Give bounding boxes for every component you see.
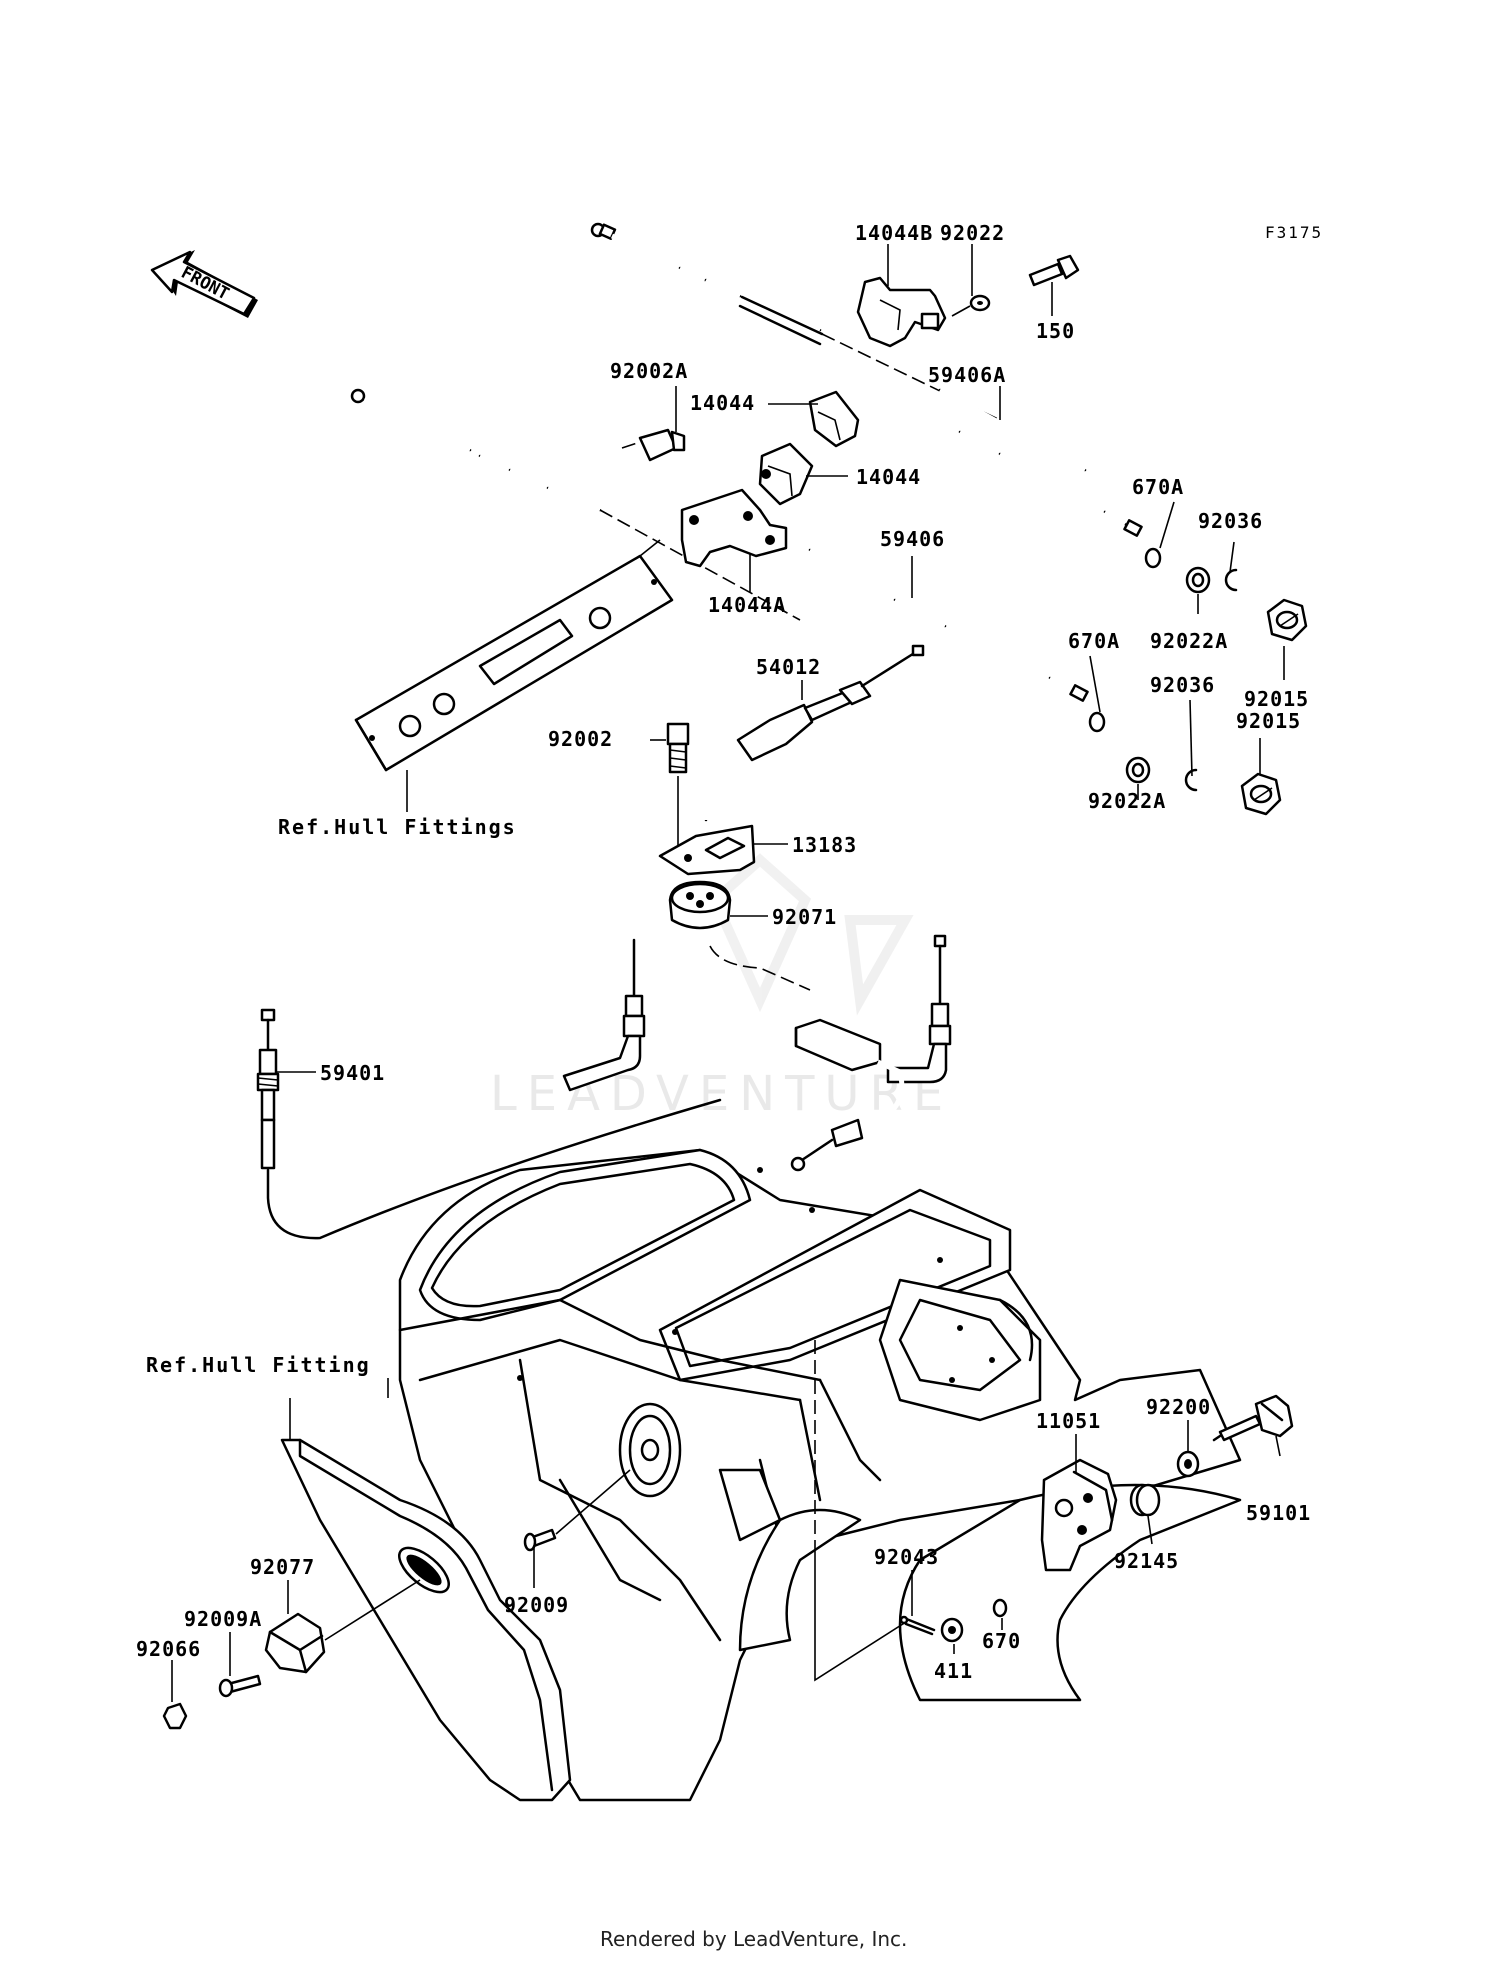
lever-59101	[1212, 1394, 1294, 1442]
ref-hull-fitting-label: Ref.Hull Fitting	[146, 1353, 371, 1377]
callout-14044B: 14044B	[855, 221, 933, 245]
throttle-cable-59401	[256, 1008, 722, 1240]
callout-92036-upper: 92036	[1198, 509, 1263, 533]
ref-hull-fittings-label: Ref.Hull Fittings	[278, 815, 517, 839]
clip-92036-upper	[1224, 568, 1238, 592]
screw-92009	[523, 1528, 557, 1552]
washer-411	[940, 1617, 964, 1643]
callout-59406A: 59406A	[928, 363, 1006, 387]
clip-14044-lower	[758, 442, 814, 506]
callout-92145: 92145	[1114, 1549, 1179, 1573]
callout-92077: 92077	[250, 1555, 315, 1579]
callout-13183: 13183	[792, 833, 857, 857]
callout-92015-lower: 92015	[1236, 709, 1301, 733]
washer-92200	[1176, 1450, 1200, 1478]
callout-92200: 92200	[1146, 1395, 1211, 1419]
callout-54012: 54012	[756, 655, 821, 679]
nut-92015-lower	[1240, 772, 1282, 816]
callout-14044-lower: 14044	[856, 465, 921, 489]
front-arrow-icon: FRONT	[150, 250, 258, 318]
washer-92022A-lower	[1125, 756, 1151, 784]
bracket-14044B	[856, 276, 947, 348]
callout-670: 670	[982, 1629, 1021, 1653]
watermark-logo	[708, 853, 914, 1016]
oring-670A-lower	[1088, 711, 1106, 733]
leader-lines	[171, 244, 1285, 1702]
nut-92015-upper	[1266, 598, 1308, 642]
callout-670A-lower: 670A	[1068, 629, 1120, 653]
callout-92022: 92022	[940, 221, 1005, 245]
choke-cable-54012	[702, 644, 925, 822]
callout-150: 150	[1036, 319, 1075, 343]
grommet-92071	[668, 880, 732, 930]
oring-670A-upper	[1144, 547, 1162, 569]
callout-411: 411	[934, 1659, 973, 1683]
cable-mid-fitting	[562, 938, 646, 1092]
callout-92002: 92002	[548, 727, 613, 751]
cable-59406	[350, 388, 1089, 702]
callout-59401: 59401	[320, 1061, 385, 1085]
callout-670A-upper: 670A	[1132, 475, 1184, 499]
callout-92009A: 92009A	[184, 1607, 262, 1631]
callout-59406: 59406	[880, 527, 945, 551]
callout-92009: 92009	[504, 1593, 569, 1617]
callout-92022A-upper: 92022A	[1150, 629, 1228, 653]
footer-credit: Rendered by LeadVenture, Inc.	[600, 1927, 907, 1951]
callout-92022A-lower: 92022A	[1088, 789, 1166, 813]
callout-92066: 92066	[136, 1637, 201, 1661]
callout-14044-upper: 14044	[690, 391, 755, 415]
bolt-92002A	[621, 428, 686, 462]
callout-14044A: 14044A	[708, 593, 786, 617]
figure-code: F3175	[1265, 223, 1323, 242]
clip-92036-lower	[1184, 768, 1198, 792]
cable-junction-right	[790, 934, 952, 1172]
bolt-92002	[666, 722, 690, 852]
callout-11051: 11051	[1036, 1409, 1101, 1433]
clip-14044-upper	[808, 390, 860, 448]
callout-92015-upper: 92015	[1244, 687, 1309, 711]
callout-92036-lower: 92036	[1150, 673, 1215, 697]
front-label: FRONT	[178, 263, 233, 305]
callout-92043: 92043	[874, 1545, 939, 1569]
cap-92077	[264, 1612, 326, 1674]
watermark-text: LEADVENTURE	[490, 1066, 953, 1122]
cable-59406A	[590, 222, 1143, 537]
nut-92066	[162, 1702, 188, 1730]
oring-670	[992, 1598, 1008, 1618]
hull-body	[398, 1148, 1242, 1802]
plate-13183	[658, 824, 756, 876]
callout-92002A: 92002A	[610, 359, 688, 383]
bracket-14044A	[680, 488, 788, 568]
callout-92071: 92071	[772, 905, 837, 929]
hull-fitting-plate	[354, 539, 674, 772]
plate-11051	[1040, 1458, 1118, 1572]
callout-59101: 59101	[1246, 1501, 1311, 1525]
washer-92022A-upper	[1185, 566, 1211, 594]
hull-fitting-panel	[280, 1438, 572, 1802]
screw-92009A	[218, 1674, 262, 1698]
callout-labels: 14044B 92022 150 59406A 92002A 14044 140…	[136, 221, 1311, 1683]
bushing-92145	[1129, 1483, 1161, 1517]
bolt-150	[1028, 254, 1080, 287]
